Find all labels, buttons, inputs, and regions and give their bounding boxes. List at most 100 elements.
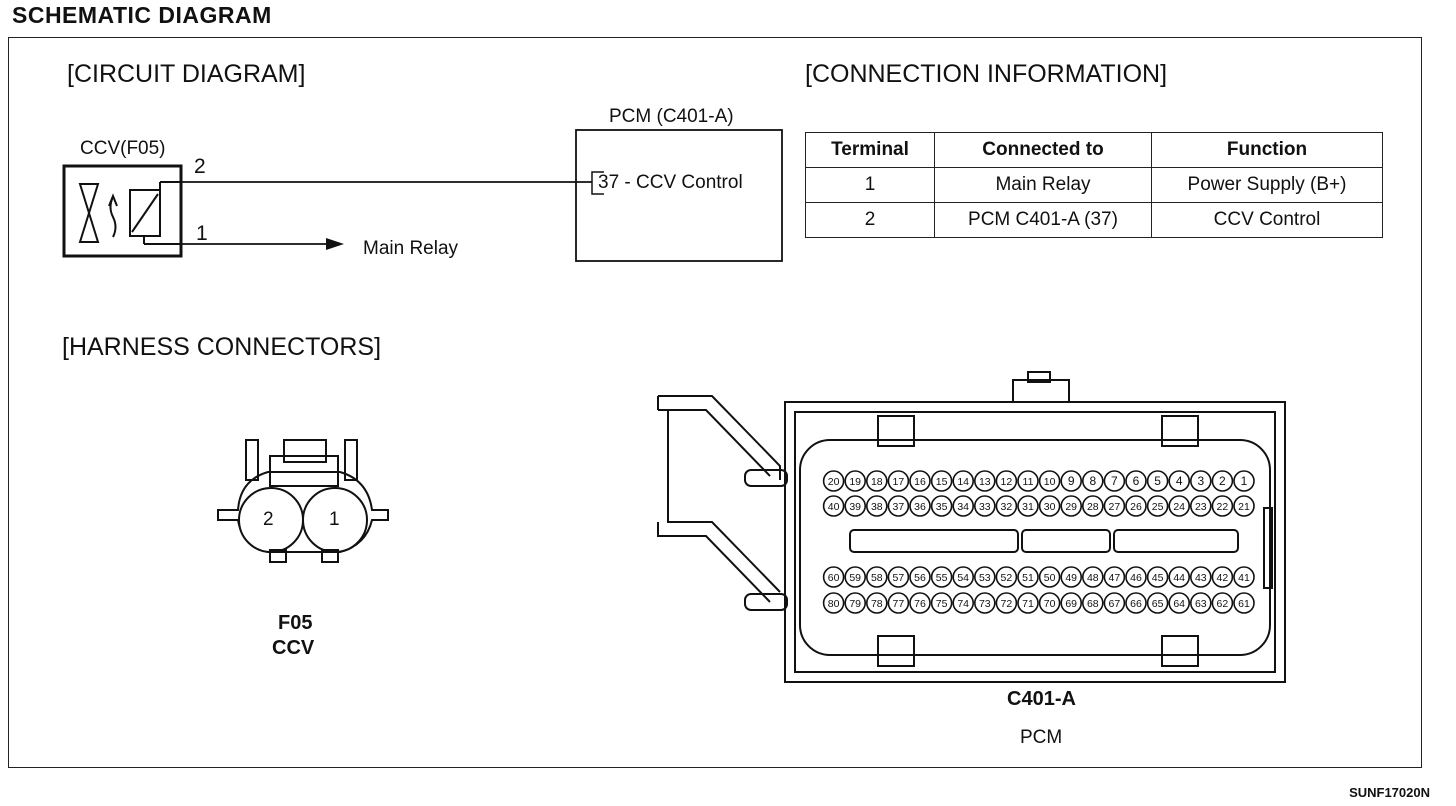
pin-number: 80: [828, 598, 840, 610]
pin-circle: [822, 592, 845, 614]
pin-circle: [1082, 566, 1104, 588]
pin-number: 54: [957, 572, 969, 584]
pin-circle: [1038, 566, 1061, 588]
table-header-cell: Function: [1151, 132, 1383, 168]
pin-number: 50: [1044, 572, 1056, 584]
f05-name: F05: [278, 612, 313, 634]
pin-number: 30: [1044, 501, 1056, 513]
table-cell: Main Relay: [934, 167, 1152, 203]
pin-circle: [1168, 592, 1190, 614]
pin-circle: [1103, 470, 1126, 492]
pin-circle: [1017, 566, 1039, 588]
circuit-diagram-heading: [CIRCUIT DIAGRAM]: [67, 60, 306, 88]
pcm-terminal-label: 37 - CCV Control: [598, 172, 743, 193]
pin-number: 19: [849, 476, 861, 488]
table-header-cell: Terminal: [805, 132, 935, 168]
pin-number: 29: [1065, 501, 1077, 513]
pcm-label: PCM (C401-A): [609, 106, 734, 127]
pin-circle: [1060, 566, 1082, 588]
table-header-cell: Connected to: [934, 132, 1152, 168]
pin-circle: [1190, 495, 1212, 517]
pin-number: 63: [1195, 598, 1207, 610]
pin-circle: [822, 566, 845, 588]
pin-circle: [952, 566, 975, 588]
pin-number: 48: [1087, 572, 1099, 584]
pin-circle: [1190, 592, 1212, 614]
pin-number: 27: [1109, 501, 1121, 513]
pin-circle: [1168, 470, 1190, 492]
pin-circle: [995, 592, 1018, 614]
pin-circle: [930, 592, 953, 614]
pin-circle: [865, 566, 888, 588]
pin-number: 11: [1023, 476, 1034, 488]
pin-circle: [1060, 470, 1082, 492]
pin-number: 69: [1065, 598, 1077, 610]
pin-number: 45: [1152, 572, 1164, 584]
pin-number: 9: [1068, 474, 1075, 488]
main-relay-label: Main Relay: [363, 238, 459, 259]
table-cell: Power Supply (B+): [1151, 167, 1383, 203]
pin-number: 43: [1195, 572, 1207, 584]
pin-circle: [1190, 566, 1212, 588]
pin-circle: [1125, 566, 1147, 588]
pin-number: 65: [1152, 598, 1164, 610]
pin-number: 77: [893, 598, 905, 610]
pin-number: 59: [849, 572, 861, 584]
pin-number: 39: [849, 501, 861, 513]
pin-number: 67: [1109, 598, 1121, 610]
c401a-pin-grid: 1234567891011121314151617181920212223242…: [822, 470, 1255, 614]
pin-number: 66: [1130, 598, 1142, 610]
pin-circle: [1233, 566, 1255, 588]
pin-circle: [844, 592, 867, 614]
pin-circle: [844, 495, 867, 517]
pin-circle: [1211, 592, 1234, 614]
pin-number: 68: [1087, 598, 1099, 610]
table-header-row: Terminal Connected to Function: [805, 132, 1383, 168]
pin-circle: [865, 495, 888, 517]
pin-circle: [887, 470, 910, 492]
pin-number: 14: [957, 476, 969, 488]
pin-circle: [1038, 470, 1061, 492]
f05-desc: CCV: [272, 637, 315, 659]
pin-number: 1: [1241, 474, 1248, 488]
pin-circle: [930, 495, 953, 517]
pin-number: 26: [1130, 501, 1142, 513]
pin-circle: [844, 470, 867, 492]
pin-circle: [865, 470, 888, 492]
pin-circle: [1211, 470, 1234, 492]
pin-circle: [1146, 470, 1169, 492]
pin-number: 46: [1130, 572, 1142, 584]
pin-circle: [909, 566, 931, 588]
pin-circle: [844, 566, 867, 588]
pin-number: 79: [849, 598, 861, 610]
pin-circle: [1168, 495, 1190, 517]
arrow-right-icon: [326, 238, 344, 250]
ccv-label: CCV(F05): [80, 138, 166, 159]
pin-circle: [930, 566, 953, 588]
pin-circle: [1190, 470, 1212, 492]
pin-number: 51: [1022, 572, 1034, 584]
f05-pin-label: 2: [263, 509, 274, 530]
pin-number: 41: [1238, 572, 1250, 584]
pin-number: 7: [1111, 474, 1118, 488]
table-row: 2 PCM C401-A (37) CCV Control: [805, 202, 1383, 238]
pin-number: 49: [1065, 572, 1077, 584]
pcm-box: [575, 129, 783, 262]
pin-circle: [1168, 566, 1190, 588]
pin-circle: [1125, 495, 1147, 517]
pin-number: 16: [914, 476, 926, 488]
pin-number: 57: [893, 572, 905, 584]
pin-circle: [1103, 592, 1126, 614]
pin-number: 38: [871, 501, 883, 513]
pin-number: 6: [1133, 474, 1140, 488]
pin-circle: [909, 592, 931, 614]
pin-number: 33: [979, 501, 991, 513]
pin-number: 4: [1176, 474, 1183, 488]
pin-number: 3: [1197, 474, 1204, 488]
pin-circle: [973, 566, 996, 588]
pin-circle: [952, 495, 975, 517]
pin-number: 60: [828, 572, 840, 584]
pin-circle: [995, 470, 1018, 492]
pin-circle: [1233, 592, 1255, 614]
